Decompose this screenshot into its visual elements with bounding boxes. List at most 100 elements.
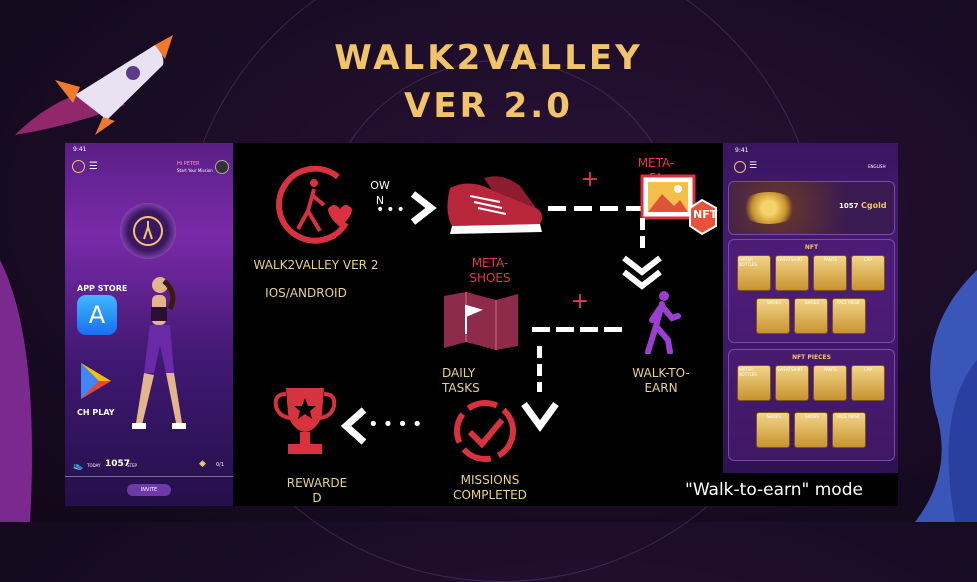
right-wave — [915, 270, 977, 522]
menu-icon[interactable]: ☰ — [89, 161, 98, 172]
plus-sign-2: + — [570, 289, 590, 314]
nft-item-label: SWEATSHIRT — [777, 257, 803, 262]
piece-item-label: WATER BOTTLES — [739, 367, 757, 377]
piece-item[interactable]: SHOES — [756, 412, 790, 448]
rocket-icon — [15, 35, 173, 135]
piece-item[interactable]: CAP — [851, 365, 885, 401]
piece-item-label: SHOES — [767, 414, 781, 419]
dash-segment — [640, 236, 645, 248]
piece-item-label: SHOES — [805, 414, 819, 419]
nft-section: NFT WATER BOTTLES SWEATSHIRT PANTS CAP S… — [728, 239, 895, 343]
walker-icon — [645, 291, 681, 354]
daily-tasks-map-icon — [444, 292, 518, 350]
divider-line — [65, 476, 233, 477]
left-wave — [0, 260, 32, 522]
avatar[interactable] — [215, 160, 229, 174]
nft-section-title: NFT — [804, 244, 819, 251]
ch-play-label: CH PLAY — [77, 408, 115, 417]
dash-segment — [580, 327, 598, 332]
nft-item-label: SHOES — [805, 300, 819, 305]
steps-unit: STEP — [127, 463, 137, 468]
nft-image-icon — [640, 174, 717, 236]
nft-pieces-section: NFT PIECES WATER BOTTLES SWEATSHIRT PANT… — [728, 349, 895, 461]
nft-item-label: FACE MASK — [837, 300, 860, 305]
cgold-unit: Cgold — [861, 201, 887, 210]
counter-text: 0/1 — [216, 462, 225, 468]
platform-label: IOS/ANDROID — [265, 286, 347, 300]
play-store-icon[interactable] — [77, 361, 115, 401]
coin-pile-icon — [739, 192, 799, 224]
invite-button[interactable]: INVITE — [127, 484, 171, 496]
piece-item-label: CAP — [864, 367, 872, 372]
nft-item-label: SHOES — [767, 300, 781, 305]
nft-item[interactable]: SWEATSHIRT — [775, 255, 809, 291]
piece-item-label: PANTS — [824, 367, 837, 372]
walk2valley-logo-icon — [276, 165, 352, 244]
piece-item[interactable]: FACE MASK — [832, 412, 866, 448]
brand-version-label: WALK2VALLEY VER 2 — [253, 258, 379, 272]
piece-item[interactable]: PANTS — [813, 365, 847, 401]
logo-small — [72, 160, 85, 173]
invite-label: INVITE — [140, 487, 158, 493]
meta-shoes-icon — [447, 176, 543, 234]
dash-segment — [537, 382, 542, 392]
nft-pieces-title: NFT PIECES — [792, 354, 831, 361]
nft-item[interactable]: CAP — [851, 255, 885, 291]
chevron-down-icon — [521, 401, 559, 432]
trophy-icon — [273, 388, 337, 454]
nft-item[interactable]: SHOES — [756, 298, 790, 334]
piece-item-label: SWEATSHIRT — [777, 367, 803, 372]
menu-icon[interactable]: ☰ — [749, 161, 758, 171]
today-label: TODAY — [87, 463, 101, 468]
dash-segment — [626, 206, 644, 211]
nft-item-label: WATER BOTTLES — [739, 257, 757, 267]
logo-small — [734, 161, 746, 173]
daily-tasks-label: DAILY TASKS — [442, 366, 480, 395]
app-store-icon[interactable]: A — [77, 295, 117, 335]
dash-segment — [604, 327, 622, 332]
piece-item[interactable]: SWEATSHIRT — [775, 365, 809, 401]
dash-segment — [574, 206, 592, 211]
walk-to-earn-label: WALK-TO- EARN — [632, 366, 690, 395]
nft-item[interactable]: SHOES — [794, 298, 828, 334]
chevron-right-icon — [410, 191, 437, 225]
chevron-left-icon — [340, 407, 367, 445]
nft-item-label: CAP — [864, 257, 872, 262]
own-label: OW N — [370, 179, 390, 207]
subgreeting-text: Start Your Mission — [177, 168, 213, 173]
rewarded-label: REWARDE D — [286, 476, 348, 505]
nft-item[interactable]: FACE MASK — [832, 298, 866, 334]
piece-item-label: FACE MASK — [837, 414, 860, 419]
dash-segment — [556, 327, 574, 332]
mode-caption: "Walk-to-earn" mode — [685, 480, 863, 500]
dash-segment — [537, 364, 542, 376]
flow-dots-reward: •••• — [368, 414, 427, 435]
piece-item[interactable]: WATER BOTTLES — [737, 365, 771, 401]
steps-value: 1057 — [105, 459, 131, 469]
dash-segment — [600, 206, 618, 211]
nft-item-label: PANTS — [824, 257, 837, 262]
nft-item[interactable]: PANTS — [813, 255, 847, 291]
piece-item[interactable]: SHOES — [794, 412, 828, 448]
missions-completed-icon — [454, 400, 516, 462]
brand-logo-badge — [120, 203, 176, 259]
missions-completed-label: MISSIONS COMPLETED — [453, 473, 527, 502]
dash-segment — [537, 346, 542, 358]
language-selector[interactable]: ENGLISH — [868, 164, 886, 169]
chevron-down-icon — [622, 255, 662, 290]
page-subtitle: VER 2.0 — [404, 86, 573, 126]
treasure-icon[interactable]: ◆ — [199, 459, 206, 469]
nft-badge-text: NFT — [693, 208, 718, 221]
nft-item[interactable]: WATER BOTTLES — [737, 255, 771, 291]
walking-woman-figure — [132, 277, 186, 429]
app-store-label: APP STORE — [77, 284, 128, 293]
shoe-icon: 👟 — [73, 461, 83, 470]
flow-dots-own: ••• — [376, 202, 407, 218]
meta-shoes-label: META- SHOES — [469, 256, 511, 285]
dash-segment — [640, 218, 645, 230]
dash-segment — [548, 206, 566, 211]
greeting-text: Hi PETER — [177, 161, 200, 167]
left-phone-screen: 9:41 ☰ Hi PETER Start Your Mission APP S… — [65, 143, 233, 506]
walker-logo-icon — [133, 216, 163, 246]
status-time: 9:41 — [735, 147, 749, 154]
